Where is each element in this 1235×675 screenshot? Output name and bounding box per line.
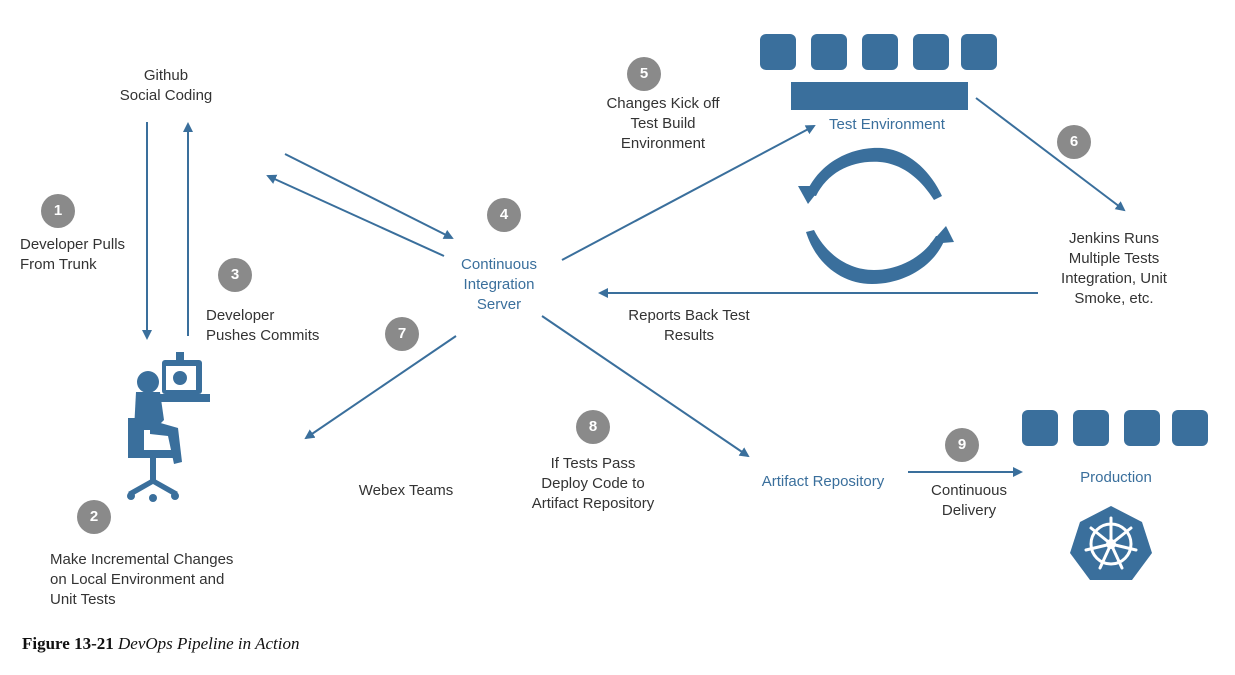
webex-teams-label: Webex Teams: [358, 482, 454, 499]
artifact-repository-label: Artifact Repository: [761, 473, 885, 490]
arrow-github-to-ci: [284, 153, 454, 239]
step-8-label: If Tests Pass Deploy Code to Artifact Re…: [531, 455, 655, 512]
step-1-badge: 1: [41, 194, 75, 228]
test-cycle-icon: [798, 147, 954, 284]
kubernetes-icon: [1070, 506, 1152, 580]
step-2-label: Make Incremental Changes on Local Enviro…: [50, 551, 234, 608]
step-7-badge: 7: [385, 317, 419, 351]
step-6-label: Jenkins Runs Multiple Tests Integration,…: [1061, 230, 1167, 307]
test-environment-label: Test Environment: [829, 116, 945, 133]
arrow-ci-to-artifact: [541, 315, 750, 458]
step-9-badge: 9: [945, 428, 979, 462]
production-label: Production: [1080, 469, 1152, 486]
production-servers: [1022, 410, 1208, 446]
step-2-badge: 2: [77, 500, 111, 534]
ci-server-label: Continuous Integration Server: [461, 256, 537, 313]
arrow-ci-to-webex: [304, 335, 457, 440]
step-1-label: Developer Pulls From Trunk: [20, 236, 126, 273]
arrow-ci-to-test-env: [561, 125, 816, 261]
flow-arrows: [142, 97, 1126, 477]
arrow-test-env-to-jenkins: [975, 97, 1126, 212]
github-label: Github Social Coding: [119, 67, 213, 104]
step-9-label: Continuous Delivery: [931, 482, 1007, 519]
step-6-badge: 6: [1057, 125, 1091, 159]
step-3-label: Developer Pushes Commits: [206, 307, 320, 344]
figure-caption: Figure 13-21 DevOps Pipeline in Action: [22, 634, 299, 654]
developer-icon: [127, 352, 210, 502]
step-8-badge: 8: [576, 410, 610, 444]
figure-title: DevOps Pipeline in Action: [118, 634, 300, 653]
step-4-badge: 4: [487, 198, 521, 232]
figure-number: Figure 13-21: [22, 634, 114, 653]
test-environment-servers: [760, 34, 997, 110]
arrow-ci-to-github: [266, 174, 445, 257]
step-5-label: Changes Kick off Test Build Environment: [606, 95, 720, 152]
reports-back-label: Reports Back Test Results: [628, 307, 750, 344]
step-5-badge: 5: [627, 57, 661, 91]
step-3-badge: 3: [218, 258, 252, 292]
